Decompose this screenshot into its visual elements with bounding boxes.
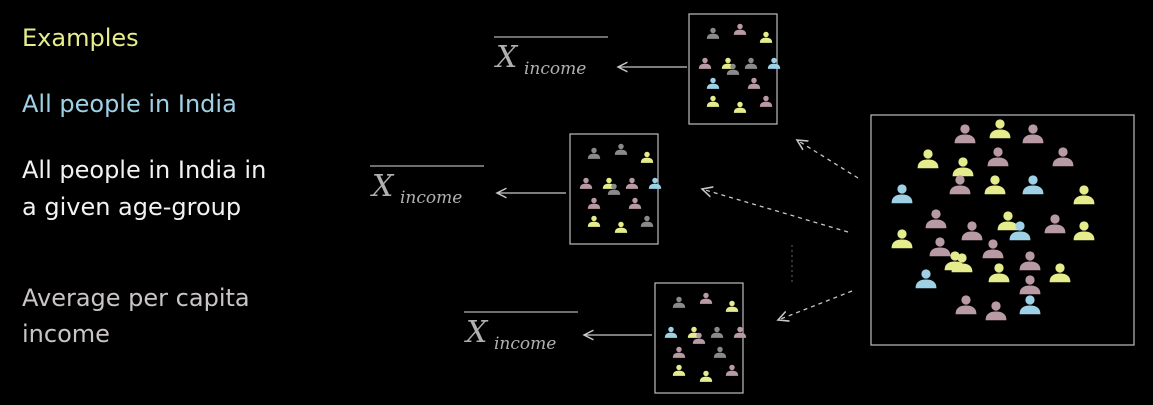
person-icon — [929, 237, 951, 257]
person-icon — [744, 57, 758, 69]
sample-mean-label-3: X income — [464, 311, 578, 354]
person-icon — [640, 215, 654, 227]
person-icon — [961, 221, 983, 241]
person-icon — [1009, 221, 1031, 241]
example-parameter: Average per capita income — [22, 280, 250, 352]
person-icon — [725, 300, 739, 312]
examples-title: Examples — [22, 24, 139, 52]
person-icon — [949, 175, 971, 195]
person-icon — [1073, 185, 1095, 205]
person-icon — [1019, 275, 1041, 295]
person-icon — [1044, 214, 1066, 234]
person-icon — [759, 31, 773, 43]
person-icon — [672, 364, 686, 376]
person-icon — [955, 295, 977, 315]
person-icon — [614, 143, 628, 155]
example-subgroup: All people in India in a given age-group — [22, 152, 266, 226]
person-icon — [706, 77, 720, 89]
person-icon — [733, 101, 747, 113]
sample-mean-label-2: X income — [370, 165, 484, 208]
example-population: All people in India — [22, 90, 237, 118]
example-subgroup-line-1: All people in India in — [22, 156, 267, 184]
person-icon — [1052, 147, 1074, 167]
sample-box-1 — [688, 13, 778, 125]
person-icon — [672, 346, 686, 358]
person-icon — [767, 57, 781, 69]
person-icon — [725, 364, 739, 376]
sample-arrow-1 — [797, 140, 859, 179]
person-icon — [587, 147, 601, 159]
person-icon — [988, 263, 1010, 283]
sample-mean-label-1: X income — [494, 36, 608, 79]
sample-box-3 — [654, 282, 744, 394]
person-icon — [706, 27, 720, 39]
person-icon — [954, 124, 976, 144]
sample-box-2 — [569, 133, 659, 245]
person-icon — [997, 211, 1019, 231]
person-icon — [614, 221, 628, 233]
person-icon — [733, 326, 747, 338]
person-icon — [726, 63, 740, 75]
person-icon — [1022, 175, 1044, 195]
person-icon — [640, 151, 654, 163]
person-icon — [987, 147, 1009, 167]
mean-subscript: income — [494, 334, 556, 354]
person-icon — [1019, 295, 1041, 315]
person-icon — [628, 197, 642, 209]
mean-symbol: X — [370, 169, 395, 204]
person-icon — [891, 184, 913, 204]
person-icon — [698, 57, 712, 69]
sample-arrow-3 — [778, 290, 853, 320]
person-icon — [713, 346, 727, 358]
person-icon — [982, 239, 1004, 259]
person-icon — [699, 292, 713, 304]
person-icon — [664, 326, 678, 338]
example-subgroup-line-2: a given age-group — [22, 193, 242, 222]
person-icon — [692, 332, 706, 344]
example-parameter-line-1: Average per capita — [22, 284, 250, 312]
person-icon — [1073, 221, 1095, 241]
person-icon — [891, 229, 913, 249]
person-icon — [699, 370, 713, 382]
person-icon — [759, 95, 773, 107]
person-icon — [1049, 263, 1071, 283]
person-icon — [607, 183, 621, 195]
mean-subscript: income — [400, 188, 462, 208]
sample-arrow-2 — [702, 189, 849, 233]
mean-symbol: X — [464, 315, 489, 350]
person-icon — [747, 77, 761, 89]
person-icon — [733, 23, 747, 35]
person-icon — [648, 177, 662, 189]
person-icon — [672, 296, 686, 308]
person-icon — [952, 157, 974, 177]
person-icon — [925, 209, 947, 229]
person-icon — [587, 215, 601, 227]
person-icon — [587, 197, 601, 209]
person-icon — [710, 326, 724, 338]
person-icon — [985, 301, 1007, 321]
person-icon — [1019, 251, 1041, 271]
person-icon — [917, 149, 939, 169]
mean-subscript: income — [524, 59, 586, 79]
person-icon — [984, 175, 1006, 195]
population-box — [870, 114, 1135, 346]
person-icon — [706, 95, 720, 107]
person-icon — [1022, 124, 1044, 144]
example-parameter-line-2: income — [22, 320, 110, 348]
mean-symbol: X — [494, 40, 519, 75]
person-icon — [989, 119, 1011, 139]
person-icon — [625, 177, 639, 189]
person-icon — [951, 253, 973, 273]
person-icon — [579, 177, 593, 189]
person-icon — [915, 269, 937, 289]
